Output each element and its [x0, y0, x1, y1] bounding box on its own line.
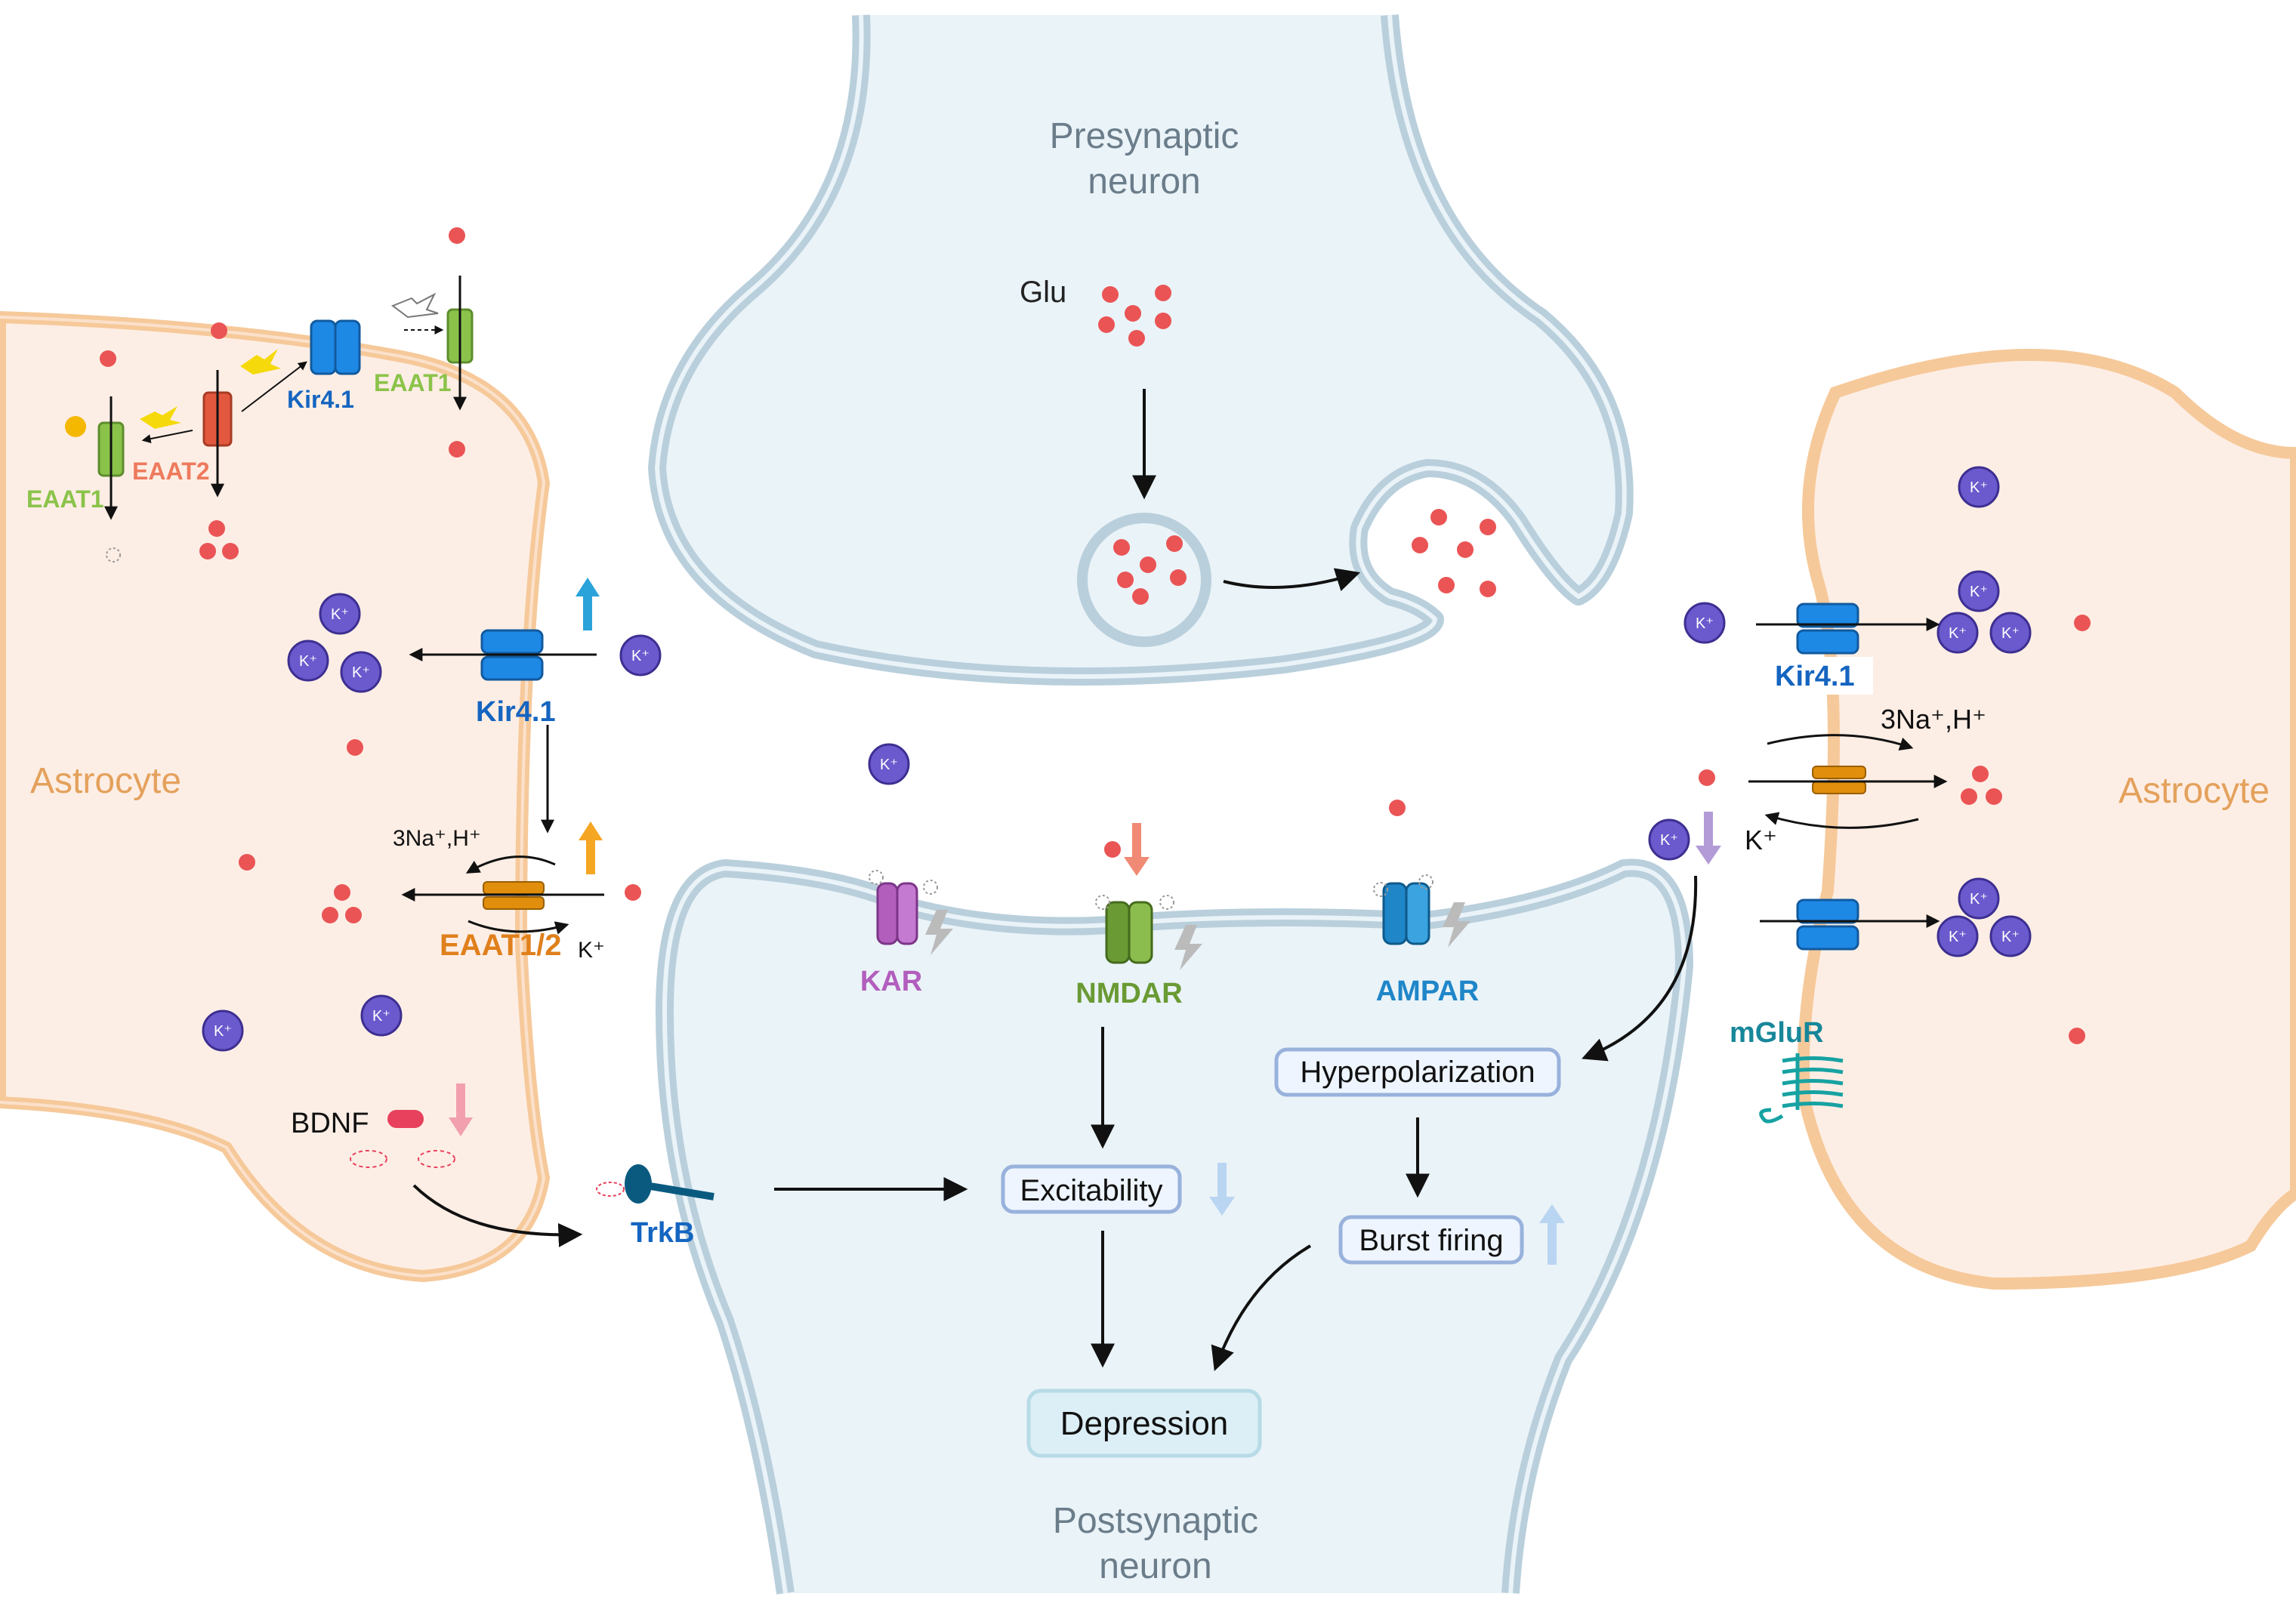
- spark-icon-faded: [390, 292, 439, 319]
- kir41-label-top: Kir4.1: [287, 386, 354, 413]
- mglur-receptor: [1759, 1053, 1844, 1123]
- astrocyte-right-label: Astrocyte: [2119, 771, 2270, 811]
- trkb-label: TrkB: [631, 1217, 694, 1249]
- up-arrow-kir-left: [576, 578, 600, 630]
- exchanger-right: [1812, 766, 1866, 794]
- trkb-receptor: [596, 1164, 714, 1204]
- svg-text:Depression: Depression: [1060, 1405, 1229, 1442]
- postsynaptic-label-2: neuron: [1099, 1546, 1211, 1586]
- kar-receptor: [869, 870, 953, 955]
- svg-text:K⁺: K⁺: [1970, 584, 1988, 600]
- arrow-burst-to-depression: [1211, 1244, 1312, 1372]
- spark-icon-b: [240, 349, 281, 374]
- bdnf-empty-a: [350, 1150, 387, 1168]
- svg-text:K⁺: K⁺: [331, 606, 349, 623]
- empty-glutamate-a: [106, 547, 121, 563]
- ampar-label: AMPAR: [1376, 976, 1480, 1007]
- svg-text:K⁺: K⁺: [372, 1008, 390, 1025]
- nmdar-label: NMDAR: [1075, 978, 1182, 1009]
- arrow-bdnf-to-trkb: [412, 1184, 583, 1247]
- synaptic-vesicle: [1077, 513, 1211, 647]
- svg-text:K⁺: K⁺: [1970, 891, 1988, 908]
- kar-label: KAR: [860, 966, 922, 997]
- svg-text:Burst firing: Burst firing: [1359, 1224, 1503, 1257]
- kir41-channel-top: [310, 319, 361, 375]
- kir41-channel-left: [480, 629, 544, 681]
- ions-label-right: 3Na⁺,H⁺: [1881, 704, 1986, 735]
- down-arrow-k-right: [1696, 812, 1721, 865]
- svg-text:K⁺: K⁺: [299, 653, 317, 670]
- eaat1-label-b: EAAT1: [374, 369, 452, 396]
- glu-ampar-area: [1389, 800, 1406, 816]
- down-arrow-nmdar: [1124, 823, 1150, 876]
- k-label-right: K⁺: [1745, 824, 1777, 855]
- svg-text:K⁺: K⁺: [880, 757, 898, 773]
- astrocyte-left-label: Astrocyte: [30, 761, 181, 801]
- eaat2-transporter: [202, 370, 233, 498]
- presynaptic-label: Presynaptic: [1050, 116, 1239, 156]
- svg-text:K⁺: K⁺: [2001, 625, 2020, 642]
- spark-icon-a: [140, 406, 181, 429]
- eaat1-transporter-a: [97, 396, 125, 520]
- k-ions: K⁺ K⁺ K⁺ K⁺ K⁺ K⁺ K⁺ K⁺ K⁺ K⁺ K⁺ K⁺ K⁺ K…: [202, 466, 2032, 1052]
- hyperpolarization-box: Hyperpolarization: [1274, 1047, 1561, 1097]
- arrow-vesicle-fusion: [1223, 568, 1361, 591]
- arrow-na-h-in-left: [465, 855, 556, 874]
- burst-firing-box: Burst firing: [1338, 1215, 1524, 1265]
- svg-text:K⁺: K⁺: [631, 648, 650, 664]
- eaat1-transporter-b: [446, 276, 474, 411]
- svg-text:Excitability: Excitability: [1020, 1174, 1163, 1207]
- svg-text:K⁺: K⁺: [214, 1023, 232, 1040]
- svg-text:K⁺: K⁺: [352, 664, 370, 681]
- eaat12-exchanger-left: [483, 881, 545, 910]
- up-arrow-burst: [1539, 1204, 1565, 1265]
- arrow-na-h-right: [1767, 734, 1914, 751]
- eaat1-label-a: EAAT1: [26, 485, 104, 513]
- k-out-label-left: K⁺: [578, 938, 605, 963]
- bdnf-empty-b: [418, 1150, 455, 1168]
- right-astrocyte-body: [1798, 349, 2296, 1290]
- glu-nmdar: [1104, 841, 1121, 858]
- kir41-label-left: Kir4.1: [476, 696, 556, 728]
- eaat2-label: EAAT2: [132, 458, 210, 485]
- down-arrow-excitability: [1209, 1163, 1235, 1216]
- postsynaptic-label: Postsynaptic: [1053, 1501, 1258, 1541]
- excitability-box: Excitability: [1001, 1164, 1182, 1214]
- depression-box: Depression: [1026, 1389, 1262, 1458]
- nmdar-receptor: [1095, 895, 1202, 970]
- arrow-k-in-right: [1764, 812, 1919, 829]
- left-glutamate-scatter: [100, 227, 641, 923]
- bdnf-label: BDNF: [291, 1108, 369, 1139]
- svg-text:Hyperpolarization: Hyperpolarization: [1300, 1056, 1535, 1089]
- ions-label-left: 3Na⁺,H⁺: [393, 826, 481, 851]
- arrow-eaat2-to-kir: [241, 361, 307, 412]
- mglur-label: mGluR: [1730, 1017, 1824, 1049]
- glutamate-cluster: [1098, 285, 1171, 347]
- kir41-label-right: Kir4.1: [1775, 661, 1855, 692]
- kir41-channel-right-lower: [1796, 898, 1859, 951]
- glu-label: Glu: [1020, 276, 1066, 309]
- down-arrow-bdnf: [449, 1083, 473, 1136]
- eaat12-label: EAAT1/2: [440, 929, 562, 962]
- svg-text:K⁺: K⁺: [1696, 615, 1714, 632]
- svg-text:K⁺: K⁺: [1660, 832, 1678, 849]
- postsynaptic-neuron: [656, 858, 1693, 1595]
- svg-text:K⁺: K⁺: [1970, 479, 1988, 496]
- arrow-eaat2-to-eaat1: [141, 430, 193, 444]
- kir41-label-right-bg: [1771, 657, 1873, 695]
- svg-text:K⁺: K⁺: [1949, 929, 1967, 945]
- kir41-channel-right: [1796, 603, 1859, 655]
- released-glutamate: [1412, 509, 1496, 597]
- up-arrow-eaat-left: [579, 821, 603, 874]
- arrow-k-out-left: [468, 920, 569, 935]
- svg-text:K⁺: K⁺: [2001, 929, 2020, 945]
- presynaptic-label-2: neuron: [1088, 162, 1200, 202]
- arrow-k-to-hyperpolarization: [1582, 875, 1698, 1062]
- bdnf-molecule: [387, 1110, 424, 1128]
- svg-text:K⁺: K⁺: [1949, 625, 1967, 642]
- sad-face-icon: [65, 416, 86, 437]
- right-glutamate-scatter: [1699, 615, 2091, 1044]
- ampar-receptor: [1373, 874, 1470, 948]
